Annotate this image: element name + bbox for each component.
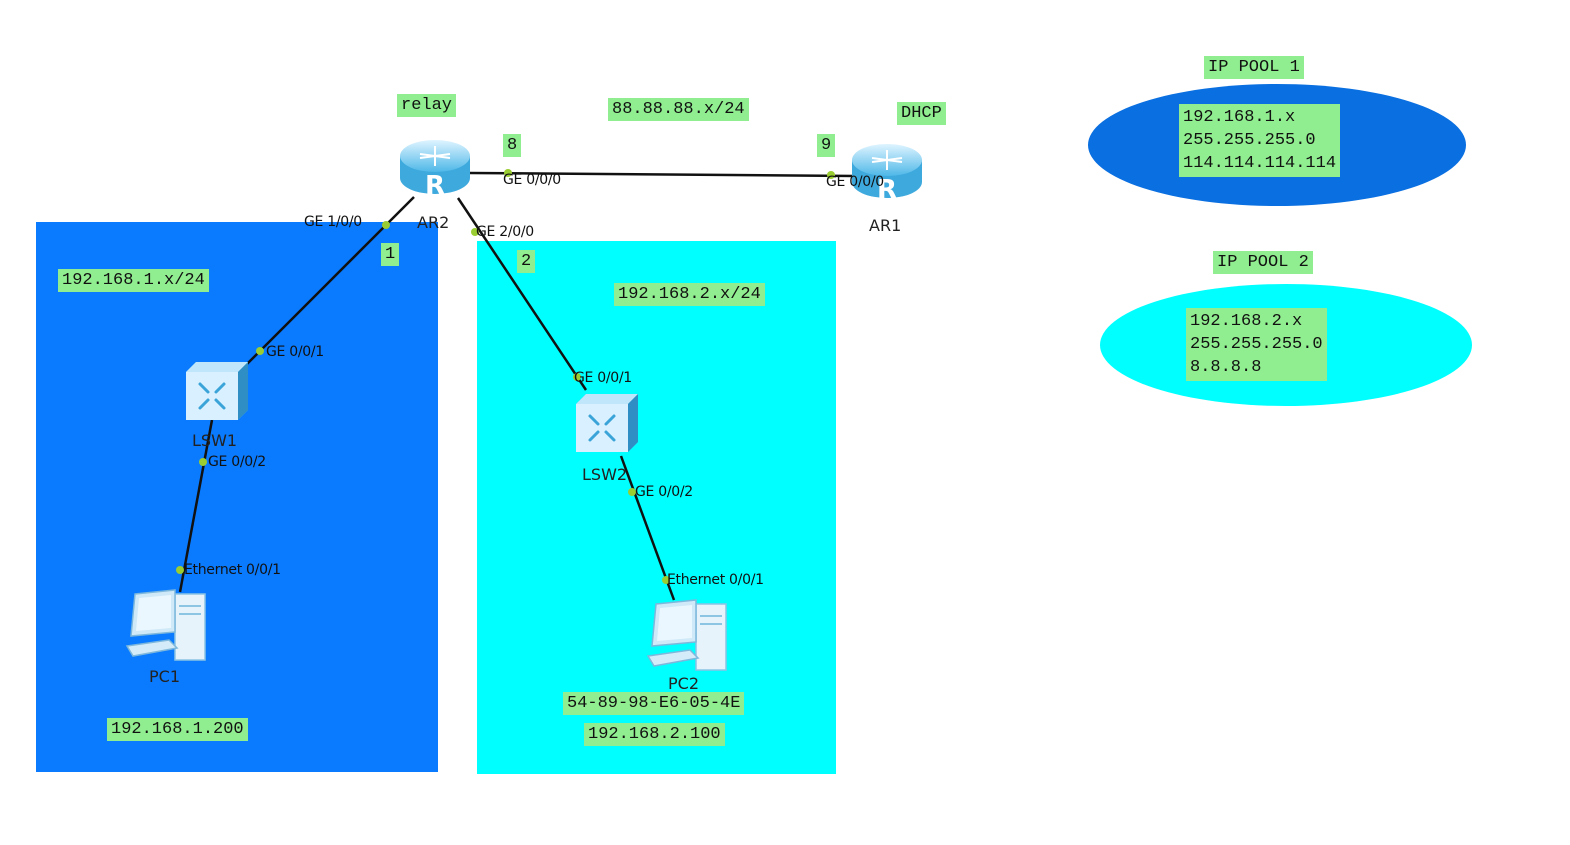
ip-pool-1-details: 192.168.1.x 255.255.255.0 114.114.114.11… — [1179, 104, 1341, 177]
pc-pc1[interactable] — [125, 586, 209, 664]
router-ar1[interactable]: R — [850, 138, 924, 205]
router-icon: R — [852, 144, 922, 205]
pc-icon — [125, 589, 206, 661]
port-dot — [504, 169, 512, 177]
relay-tag: relay — [397, 94, 457, 117]
pc1-ip-tag: 192.168.1.200 — [107, 718, 248, 741]
port-label-ar2-ge100: GE 1/0/0 — [304, 214, 362, 230]
port-dot — [827, 171, 835, 179]
net1-tag: 192.168.1.x/24 — [58, 269, 209, 292]
port-dot — [471, 228, 479, 236]
ip-pool-1-network: 192.168.1.x — [1183, 108, 1296, 127]
ip-pool-1-dns: 114.114.114.114 — [1183, 154, 1337, 173]
pc2-ip-tag: 192.168.2.100 — [584, 723, 725, 746]
ip-pool-2-mask: 255.255.255.0 — [1190, 335, 1323, 354]
port-label-lsw2-ge001: GE 0/0/1 — [574, 370, 632, 386]
port-label-pc1-eth: Ethernet 0/0/1 — [184, 562, 281, 578]
wan-ar2-host-tag: 8 — [503, 134, 522, 157]
port-dot — [628, 488, 636, 496]
port-label-ar1-ge000: GE 0/0/0 — [826, 174, 884, 190]
link-lsw2-pc2 — [619, 455, 676, 601]
port-dot — [256, 347, 264, 355]
net1-interface-tag: 1 — [381, 243, 400, 266]
switch-icon — [186, 362, 248, 420]
ip-pool-1-mask: 255.255.255.0 — [1183, 131, 1316, 150]
port-label-ar2-ge000: GE 0/0/0 — [503, 172, 561, 188]
ip-pool-2-title: IP POOL 2 — [1213, 251, 1313, 274]
wan-network-tag: 88.88.88.x/24 — [608, 98, 749, 121]
port-dot — [382, 221, 390, 229]
subnet-zone-1 — [36, 222, 438, 772]
ip-pool-1-title: IP POOL 1 — [1204, 56, 1304, 79]
pc2-mac-tag: 54-89-98-E6-05-4E — [563, 692, 745, 715]
port-dot — [662, 576, 670, 584]
ip-pool-2-network: 192.168.2.x — [1190, 312, 1303, 331]
ip-pool-2-details: 192.168.2.x 255.255.255.0 8.8.8.8 — [1186, 308, 1327, 381]
svg-text:R: R — [425, 171, 445, 200]
wan-ar1-host-tag: 9 — [817, 134, 836, 157]
port-label-ar2-ge200: GE 2/0/0 — [476, 224, 534, 240]
ar2-label: AR2 — [417, 213, 450, 232]
net2-interface-tag: 2 — [517, 250, 536, 273]
svg-text:R: R — [877, 175, 897, 204]
dhcp-tag: DHCP — [897, 102, 946, 125]
switch-lsw1[interactable] — [182, 360, 250, 422]
lsw2-label: LSW2 — [582, 465, 628, 484]
router-ar2[interactable]: R — [398, 134, 472, 201]
pc-icon — [646, 599, 727, 671]
port-label-lsw1-ge002: GE 0/0/2 — [208, 454, 266, 470]
port-label-lsw2-ge002: GE 0/0/2 — [635, 484, 693, 500]
pc-pc2[interactable] — [646, 596, 730, 674]
port-label-pc2-eth: Ethernet 0/0/1 — [667, 572, 764, 588]
pc2-label: PC2 — [668, 674, 699, 693]
link-ar2-ar1 — [469, 171, 856, 178]
switch-lsw2[interactable] — [572, 392, 640, 454]
port-dot — [573, 373, 581, 381]
link-ar2-lsw2 — [456, 197, 588, 391]
port-dot — [176, 566, 184, 574]
pc1-label: PC1 — [149, 667, 180, 686]
net2-tag: 192.168.2.x/24 — [614, 283, 765, 306]
subnet-zone-2 — [477, 241, 836, 774]
switch-icon — [576, 394, 638, 452]
lsw1-label: LSW1 — [192, 431, 238, 450]
port-label-lsw1-ge001: GE 0/0/1 — [266, 344, 324, 360]
port-dot — [199, 458, 207, 466]
router-icon: R — [400, 140, 470, 201]
link-lsw1-pc1 — [178, 419, 214, 593]
ar1-label: AR1 — [869, 216, 902, 235]
ip-pool-2-dns: 8.8.8.8 — [1190, 358, 1262, 377]
